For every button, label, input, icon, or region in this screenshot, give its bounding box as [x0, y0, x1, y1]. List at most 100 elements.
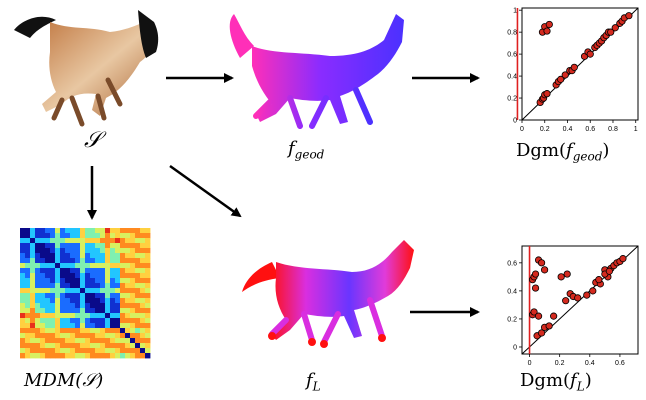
- matrix-cell: [40, 238, 46, 244]
- matrix-cell: [135, 263, 141, 269]
- shape-label: 𝒮: [84, 128, 102, 153]
- matrix-cell: [85, 248, 91, 254]
- x-tick-label: 0.6: [585, 126, 595, 133]
- matrix-cell: [120, 238, 126, 244]
- matrix-cell: [110, 233, 116, 239]
- matrix-cell: [120, 323, 126, 329]
- matrix-cell: [110, 323, 116, 329]
- matrix-cell: [45, 348, 51, 354]
- matrix-cell: [60, 293, 66, 299]
- matrix-cell: [95, 278, 101, 284]
- matrix-cell: [70, 338, 76, 344]
- matrix-cell: [25, 308, 31, 314]
- matrix-cell: [35, 233, 41, 239]
- matrix-cell: [130, 228, 136, 234]
- matrix-cell: [70, 288, 76, 294]
- matrix-cell: [110, 263, 116, 269]
- matrix-cell: [110, 343, 116, 349]
- matrix-cell: [125, 253, 131, 259]
- matrix-cell: [50, 278, 56, 284]
- matrix-cell: [25, 313, 31, 319]
- matrix-cell: [20, 303, 26, 309]
- x-tick-label: 0.6: [615, 360, 625, 367]
- matrix-cell: [75, 343, 81, 349]
- matrix-cell: [135, 268, 141, 274]
- matrix-cell: [40, 303, 46, 309]
- persistence-point: [531, 270, 540, 278]
- matrix-cell: [135, 238, 141, 244]
- matrix-cell: [140, 318, 146, 324]
- matrix-cell: [50, 233, 56, 239]
- matrix-cell: [110, 248, 116, 254]
- matrix-cell: [90, 258, 96, 264]
- matrix-cell: [65, 333, 71, 339]
- horse-laplace-image: [242, 240, 414, 348]
- matrix-cell: [130, 308, 136, 314]
- matrix-cell: [80, 238, 86, 244]
- matrix-cell: [105, 343, 111, 349]
- matrix-cell: [85, 308, 91, 314]
- matrix-cell: [30, 348, 36, 354]
- matrix-cell: [40, 278, 46, 284]
- matrix-cell: [145, 248, 151, 254]
- matrix-cell: [105, 263, 111, 269]
- matrix-cell: [60, 233, 66, 239]
- matrix-cell: [40, 298, 46, 304]
- y-tick-label: 0: [513, 118, 517, 125]
- matrix-cell: [35, 343, 41, 349]
- matrix-cell: [25, 233, 31, 239]
- y-tick-label: 0.6: [507, 260, 517, 267]
- matrix-cell: [85, 298, 91, 304]
- matrix-cell: [75, 323, 81, 329]
- matrix-cell: [40, 328, 46, 334]
- matrix-cell: [105, 338, 111, 344]
- matrix-cell: [95, 253, 101, 259]
- matrix-cell: [80, 273, 86, 279]
- matrix-cell: [75, 328, 81, 334]
- matrix-cell: [85, 233, 91, 239]
- matrix-cell: [100, 293, 106, 299]
- matrix-cell: [25, 303, 31, 309]
- matrix-cell: [45, 328, 51, 334]
- matrix-cell: [30, 343, 36, 349]
- matrix-cell: [40, 273, 46, 279]
- matrix-cell: [100, 303, 106, 309]
- matrix-cell: [105, 333, 111, 339]
- matrix-cell: [145, 263, 151, 269]
- matrix-cell: [115, 313, 121, 319]
- matrix-cell: [80, 303, 86, 309]
- matrix-cell: [40, 248, 46, 254]
- matrix-cell: [105, 348, 111, 354]
- matrix-cell: [25, 243, 31, 249]
- matrix-cell: [80, 278, 86, 284]
- x-tick-label: 0: [520, 126, 524, 133]
- y-tick-label: 0.4: [507, 74, 517, 81]
- matrix-cell: [145, 238, 151, 244]
- matrix-cell: [120, 258, 126, 264]
- matrix-cell: [75, 303, 81, 309]
- matrix-cell: [105, 293, 111, 299]
- matrix-cell: [115, 338, 121, 344]
- matrix-cell: [120, 298, 126, 304]
- laplace-diagram-label: Dgm(fL): [520, 370, 592, 394]
- matrix-cell: [20, 328, 26, 334]
- matrix-cell: [20, 333, 26, 339]
- matrix-cell: [70, 343, 76, 349]
- matrix-cell: [120, 313, 126, 319]
- matrix-cell: [100, 273, 106, 279]
- matrix-cell: [90, 303, 96, 309]
- matrix-cell: [25, 293, 31, 299]
- matrix-cell: [75, 298, 81, 304]
- matrix-cell: [55, 268, 61, 274]
- matrix-cell: [35, 303, 41, 309]
- matrix-cell: [130, 338, 136, 344]
- matrix-cell: [35, 328, 41, 334]
- matrix-cell: [90, 233, 96, 239]
- matrix-cell: [80, 328, 86, 334]
- matrix-cell: [130, 238, 136, 244]
- matrix-cell: [95, 338, 101, 344]
- matrix-cell: [55, 288, 61, 294]
- horse-textured-image: [14, 10, 159, 127]
